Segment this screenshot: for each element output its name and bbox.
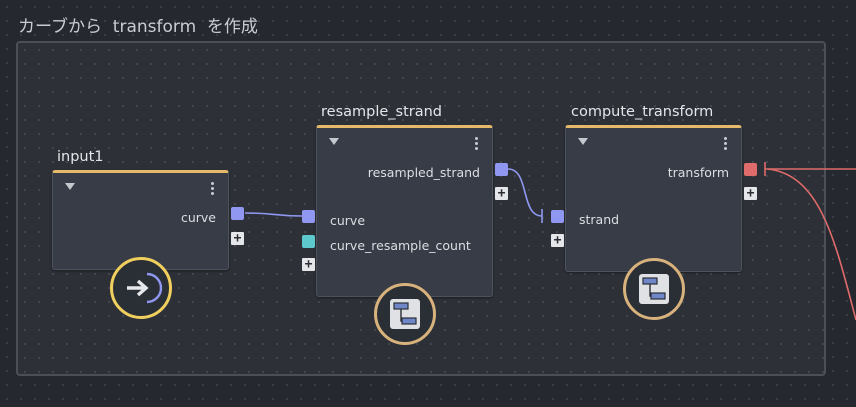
node-input1[interactable]: curve	[52, 170, 229, 270]
port-curve-resample-count-in[interactable]	[302, 235, 315, 248]
node-resample-strand[interactable]: resampled_strand curve curve_resample_co…	[316, 125, 493, 297]
add-port-plus-icon[interactable]: +	[231, 232, 244, 245]
port-label-strand-in: strand	[579, 212, 620, 227]
node-compute-transform[interactable]: transform strand	[565, 125, 742, 272]
port-curve-out[interactable]	[231, 207, 244, 220]
collapse-triangle-icon[interactable]	[578, 138, 588, 145]
collapse-triangle-icon[interactable]	[329, 138, 339, 145]
node-title-input1: input1	[57, 149, 104, 165]
compound-block-icon	[639, 274, 669, 304]
input-node-badge	[110, 257, 172, 319]
port-strand-in[interactable]	[551, 210, 564, 223]
group-title: カーブから transform を作成	[18, 17, 258, 37]
compound-node-badge	[374, 283, 436, 345]
add-port-plus-icon[interactable]: +	[744, 187, 757, 200]
kebab-menu-icon[interactable]	[724, 136, 727, 150]
add-port-plus-icon[interactable]: +	[551, 234, 564, 247]
node-title-resample-strand: resample_strand	[321, 104, 443, 120]
compound-node-badge	[623, 258, 685, 320]
add-port-plus-icon[interactable]: +	[495, 187, 508, 200]
compound-block-icon	[390, 299, 420, 329]
kebab-menu-icon[interactable]	[475, 136, 478, 150]
port-curve-in[interactable]	[302, 210, 315, 223]
collapse-triangle-icon[interactable]	[65, 183, 75, 190]
port-resampled-strand-out[interactable]	[495, 163, 508, 176]
port-label-curve-in: curve	[330, 213, 366, 228]
node-title-compute-transform: compute_transform	[571, 104, 714, 120]
arrow-right-icon	[127, 272, 163, 304]
wire-transform-out-2	[767, 168, 856, 321]
port-label-transform-out: transform	[667, 165, 729, 180]
wire-curve	[244, 212, 303, 217]
port-transform-out[interactable]	[744, 163, 757, 176]
port-label-curve-out: curve	[180, 210, 216, 225]
port-label-curve-resample-count-in: curve_resample_count	[330, 238, 471, 253]
add-port-plus-icon[interactable]: +	[302, 258, 315, 271]
kebab-menu-icon[interactable]	[211, 181, 214, 195]
port-label-resampled-strand-out: resampled_strand	[367, 165, 480, 180]
wire-strand	[507, 168, 543, 217]
